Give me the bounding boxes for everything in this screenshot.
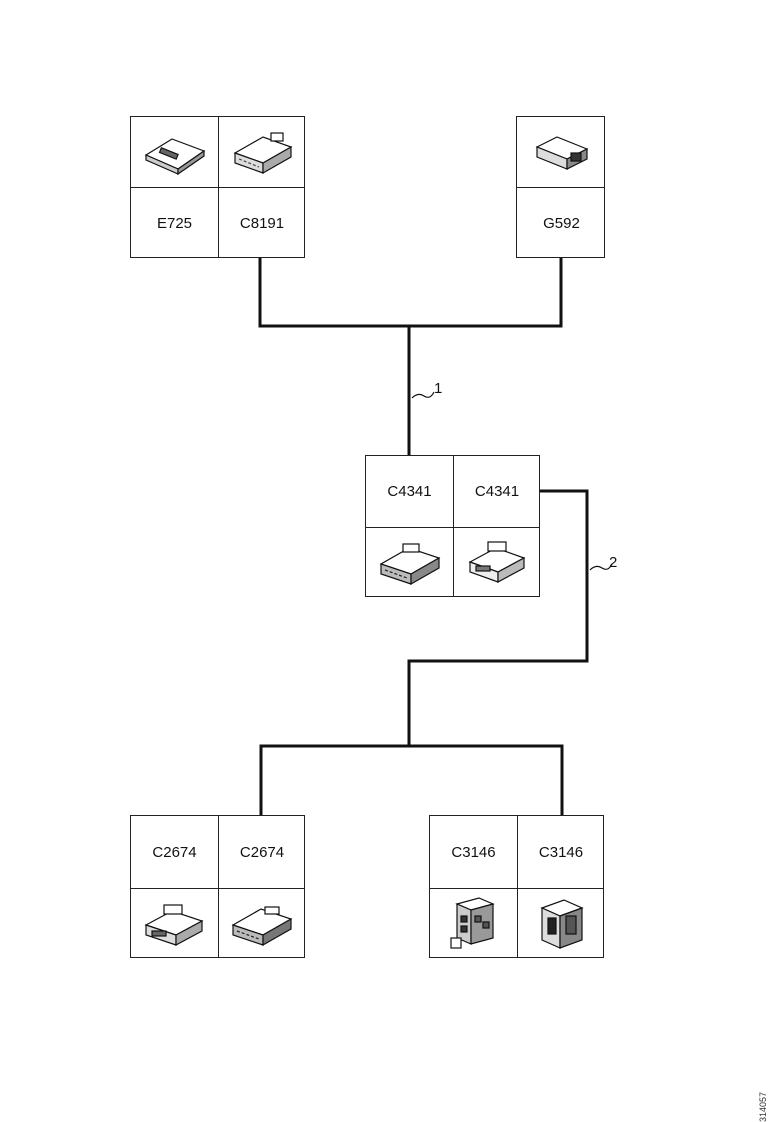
component-group-g592: G592 [516, 116, 605, 258]
connector-icon [218, 888, 306, 959]
connector-icon [131, 888, 218, 959]
component-group-c4341: C4341 C4341 [365, 455, 540, 597]
wire-top-left [258, 257, 409, 328]
component-label-c2674-a: C2674 [152, 843, 197, 861]
wire-2 [407, 489, 589, 746]
component-group-c2674: C2674 C2674 [130, 815, 305, 958]
sensor-block-icon [517, 117, 606, 187]
component-group-c3146: C3146 C3146 [429, 815, 604, 958]
figure-reference-number: 314057 [758, 1092, 768, 1122]
wire-1-label: 1 [434, 380, 443, 397]
connector-icon [366, 527, 453, 598]
connector-icon [218, 117, 306, 187]
component-group-e725-c8191: E725 C8191 [130, 116, 305, 258]
connector-icon [453, 527, 541, 598]
wire-bottom [259, 744, 564, 815]
wire-2-label: 2 [609, 554, 618, 571]
component-label-c8191: C8191 [239, 214, 285, 232]
component-label-c3146-b: C3146 [538, 843, 584, 861]
ecu-module-icon [131, 117, 218, 187]
component-label-c2674-b: C2674 [239, 843, 285, 861]
component-label-c3146-a: C3146 [451, 843, 496, 861]
component-label-g592: G592 [543, 214, 580, 232]
component-label-c4341-a: C4341 [387, 483, 432, 500]
component-label-e725: E725 [156, 214, 193, 232]
connector-icon [430, 888, 517, 959]
connector-icon [517, 888, 605, 959]
wire-top-right [409, 257, 563, 328]
component-label-c4341-b: C4341 [474, 483, 520, 500]
